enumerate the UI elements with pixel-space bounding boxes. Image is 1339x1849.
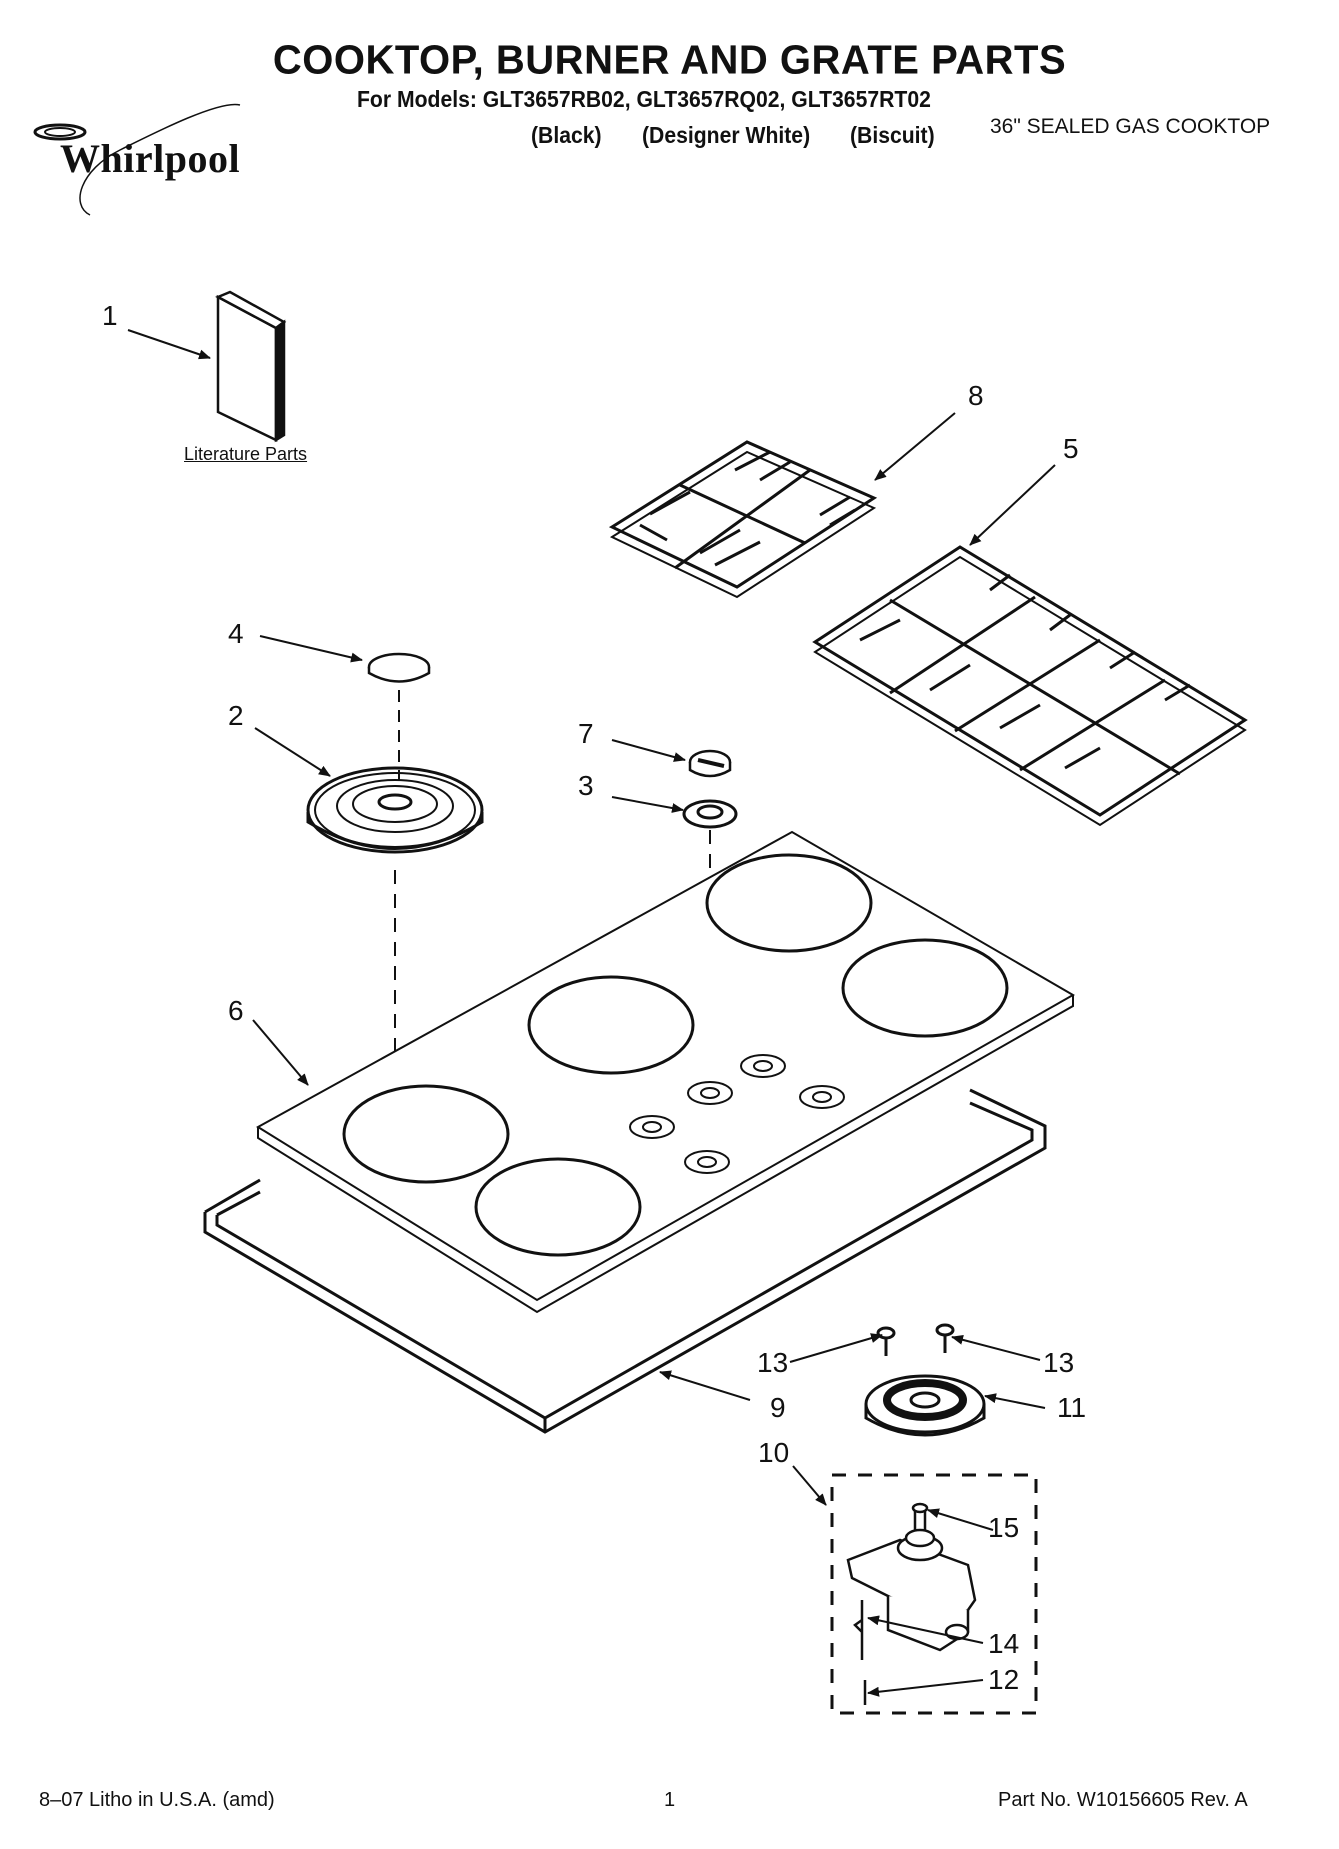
gas-valve [846, 1502, 977, 1705]
callout-6: 6 [228, 995, 244, 1026]
large-grate [812, 545, 1248, 827]
footer-litho: 8–07 Litho in U.S.A. (amd) [39, 1789, 275, 1811]
callout-1: 1 [102, 300, 118, 331]
callout-leaders [127, 329, 1056, 1697]
glass-cooktop [256, 830, 1076, 1314]
sealed-burner-base [864, 1374, 986, 1437]
callout-13-right: 13 [1043, 1347, 1075, 1378]
valve-assembly-box [830, 1473, 1038, 1715]
callout-5: 5 [1063, 433, 1079, 464]
page-number: 1 [664, 1789, 676, 1811]
literature-booklet [215, 290, 287, 443]
callout-2: 2 [228, 700, 244, 731]
burner-base [306, 766, 484, 854]
callout-11: 11 [1057, 1392, 1087, 1423]
cooktop-gasket [203, 1088, 1047, 1434]
product-subtitle: 36" SEALED GAS COOKTOP [990, 115, 1271, 138]
variant-biscuit: (Biscuit) [850, 122, 935, 148]
burner-cap [367, 652, 431, 683]
part-number: Part No. W10156605 Rev. A [998, 1789, 1248, 1811]
knob-bezel [682, 799, 738, 829]
literature-parts-label: Literature Parts [184, 444, 308, 464]
callout-14: 14 [988, 1628, 1020, 1659]
page-title: COOKTOP, BURNER AND GRATE PARTS [272, 37, 1067, 83]
mounting-screws [876, 1323, 955, 1356]
callout-4: 4 [228, 618, 244, 649]
callout-9: 9 [770, 1392, 786, 1423]
callout-15: 15 [988, 1512, 1020, 1543]
small-grate [608, 440, 878, 599]
callout-8: 8 [968, 380, 984, 411]
callout-10: 10 [758, 1437, 790, 1468]
model-list: For Models: GLT3657RB02, GLT3657RQ02, GL… [357, 86, 931, 112]
callout-12: 12 [988, 1664, 1020, 1695]
whirlpool-swirl-logo-icon [33, 103, 241, 216]
control-knob [688, 749, 732, 778]
callout-7: 7 [578, 718, 594, 749]
variant-designer-white: (Designer White) [642, 122, 811, 148]
variant-black: (Black) [531, 122, 602, 148]
callout-3: 3 [578, 770, 594, 801]
callout-13-left: 13 [757, 1347, 789, 1378]
